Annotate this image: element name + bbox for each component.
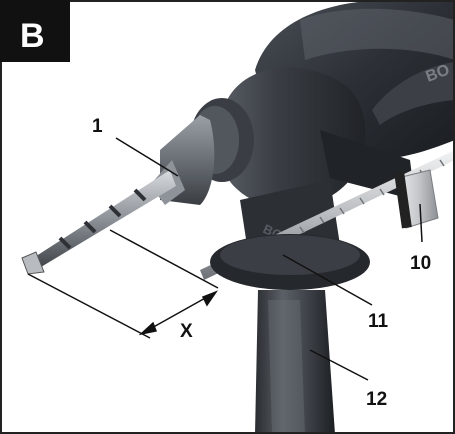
dimension-x (27, 229, 219, 339)
leader-10 (419, 203, 423, 243)
leader-12 (309, 349, 369, 381)
dimension-extension-left (27, 273, 151, 339)
figure-badge: B (0, 0, 70, 62)
dimension-label-x: X (180, 321, 193, 342)
leader-1 (115, 137, 179, 177)
callout-1: 1 (92, 116, 103, 137)
dimension-extension-right (109, 229, 219, 289)
depth-stop-knob (394, 169, 439, 229)
dimension-arrow-left (138, 321, 158, 336)
callout-12: 12 (366, 389, 387, 410)
drill-bit (21, 170, 176, 275)
callout-11: 11 (368, 311, 389, 332)
figure-badge-letter: B (20, 17, 45, 55)
dimension-arrow-right (201, 290, 219, 307)
leader-lines (115, 137, 423, 381)
callout-10: 10 (410, 253, 431, 274)
auxiliary-handle (210, 234, 370, 434)
leader-11 (282, 254, 373, 306)
